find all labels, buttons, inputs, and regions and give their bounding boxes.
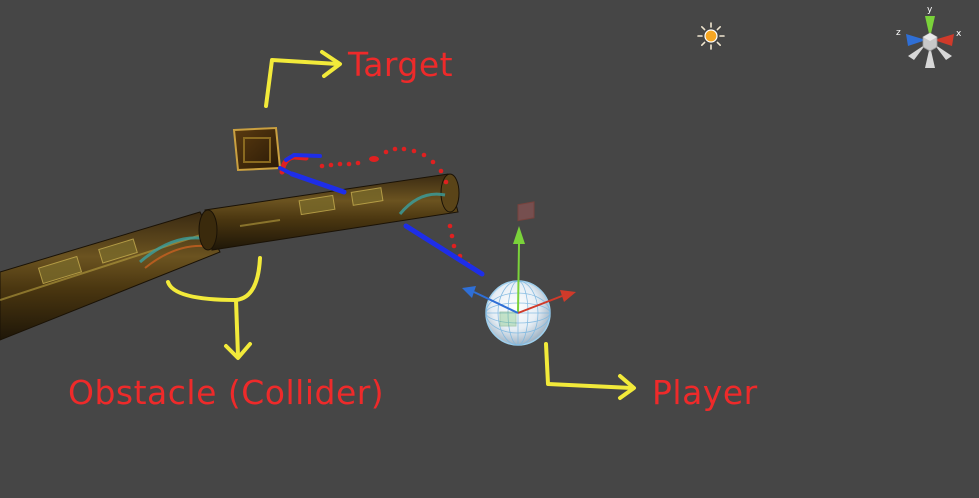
player-arrow: [544, 342, 634, 390]
raycast-solid-path: [278, 152, 485, 277]
gizmo-y-cone[interactable]: [925, 16, 935, 38]
axis-y-arrow-icon[interactable]: [513, 226, 525, 244]
gizmo-neg-z-cone[interactable]: [934, 44, 952, 60]
gizmo-y-label: y: [927, 5, 933, 15]
gizmo-x-label: x: [956, 29, 962, 39]
sun-icon[interactable]: [697, 22, 725, 50]
target-arrow: [264, 58, 340, 108]
player-annotation-label: Player: [652, 373, 758, 412]
axis-x-handle[interactable]: [517, 295, 563, 314]
axis-z-arrow-icon[interactable]: [462, 286, 476, 298]
gizmo-neg-x-cone[interactable]: [908, 44, 926, 60]
target-annotation-label: Target: [348, 45, 454, 84]
obstacle-arrow-head: [224, 342, 252, 360]
axis-z-handle[interactable]: [473, 291, 519, 314]
obstacle-annotation-label: Obstacle (Collider): [68, 373, 385, 412]
obstacle-collider[interactable]: [0, 173, 460, 341]
target-arrow-head: [320, 50, 342, 78]
gizmo-z-cone[interactable]: [906, 34, 926, 46]
pipe-segment-left[interactable]: [0, 211, 221, 341]
axis-x-arrow-icon[interactable]: [560, 290, 576, 302]
obstacle-arrow: [234, 298, 240, 358]
gizmo-x-cone[interactable]: [934, 34, 954, 46]
gizmo-z-label: z: [896, 28, 901, 38]
orientation-gizmo-icon[interactable]: y x z: [896, 5, 962, 68]
transform-gizmo[interactable]: [462, 226, 576, 314]
gizmo-neg-y-cone[interactable]: [925, 46, 935, 68]
annotation-arrows: [166, 50, 636, 400]
target-cube[interactable]: [232, 126, 282, 172]
axis-y-handle[interactable]: [517, 243, 520, 314]
player-arrow-head: [618, 374, 636, 400]
